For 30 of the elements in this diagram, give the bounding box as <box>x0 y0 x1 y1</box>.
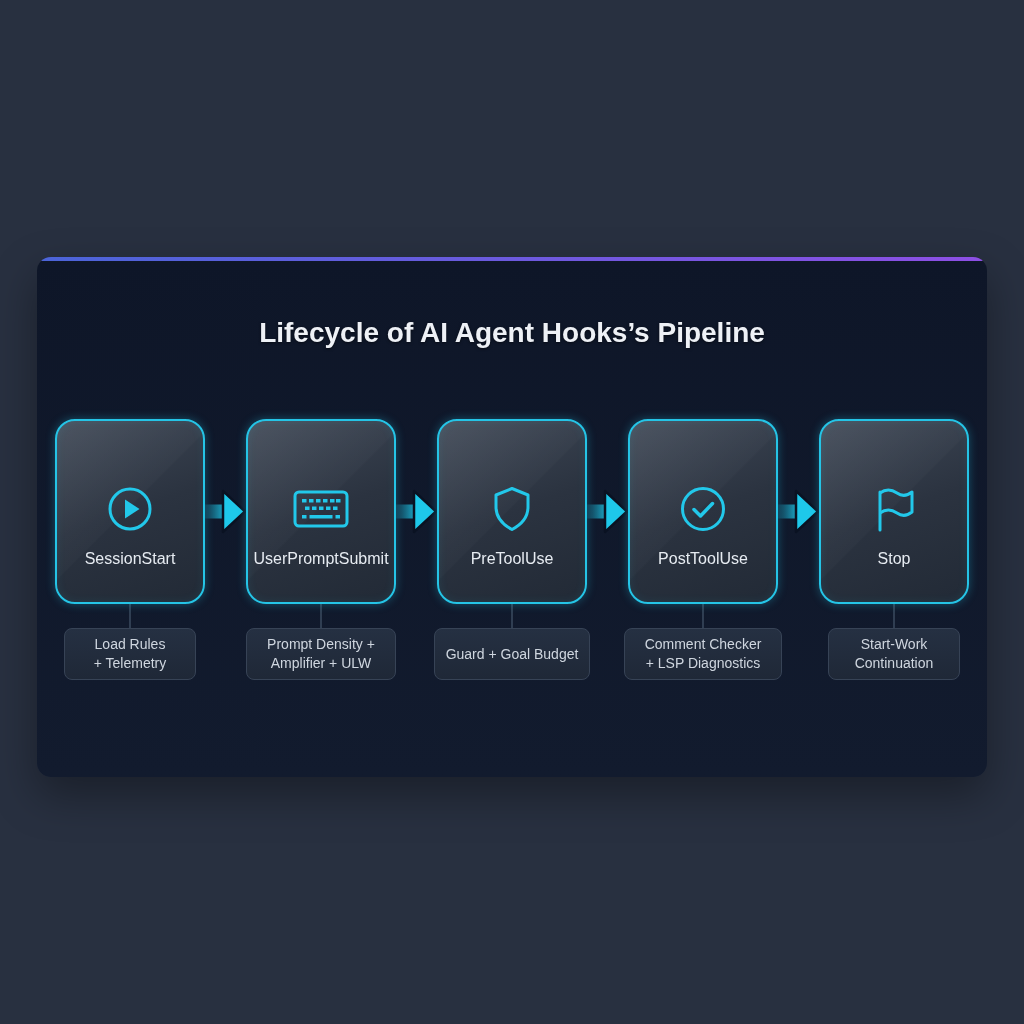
detail-box <box>624 628 782 680</box>
connector-line <box>129 603 131 629</box>
detail-box <box>246 628 396 680</box>
stage-label: Stop <box>877 549 911 569</box>
connector-line <box>702 603 704 629</box>
arrow <box>778 489 820 534</box>
stage-box <box>819 419 969 604</box>
connector-line <box>893 603 895 629</box>
detail-text: Guard + Goal Budget <box>445 644 579 664</box>
stage-box <box>55 419 205 604</box>
detail-box <box>828 628 960 680</box>
stage-box <box>437 419 587 604</box>
detail-text: Load Rules + Telemetry <box>92 635 168 673</box>
detail-text: Prompt Density + Amplifier + ULW <box>266 635 376 673</box>
stage-label: UserPromptSubmit <box>253 549 389 569</box>
detail-box <box>64 628 196 680</box>
connector-line <box>320 603 322 629</box>
detail-text: Comment Checker + LSP Diagnostics <box>643 635 763 673</box>
connector-line <box>511 603 513 629</box>
stage-label: SessionStart <box>84 549 176 569</box>
arrow <box>396 489 438 534</box>
detail-text: Start-Work Continuation <box>853 635 935 673</box>
arrow <box>205 489 247 534</box>
detail-box <box>434 628 590 680</box>
diagram-title: Lifecycle of AI Agent Hooks’s Pipeline <box>259 316 765 350</box>
stage-box <box>628 419 778 604</box>
arrow <box>587 489 629 534</box>
stage-box <box>246 419 396 604</box>
stage-label: PostToolUse <box>658 549 748 569</box>
stage-label: PreToolUse <box>470 549 554 569</box>
